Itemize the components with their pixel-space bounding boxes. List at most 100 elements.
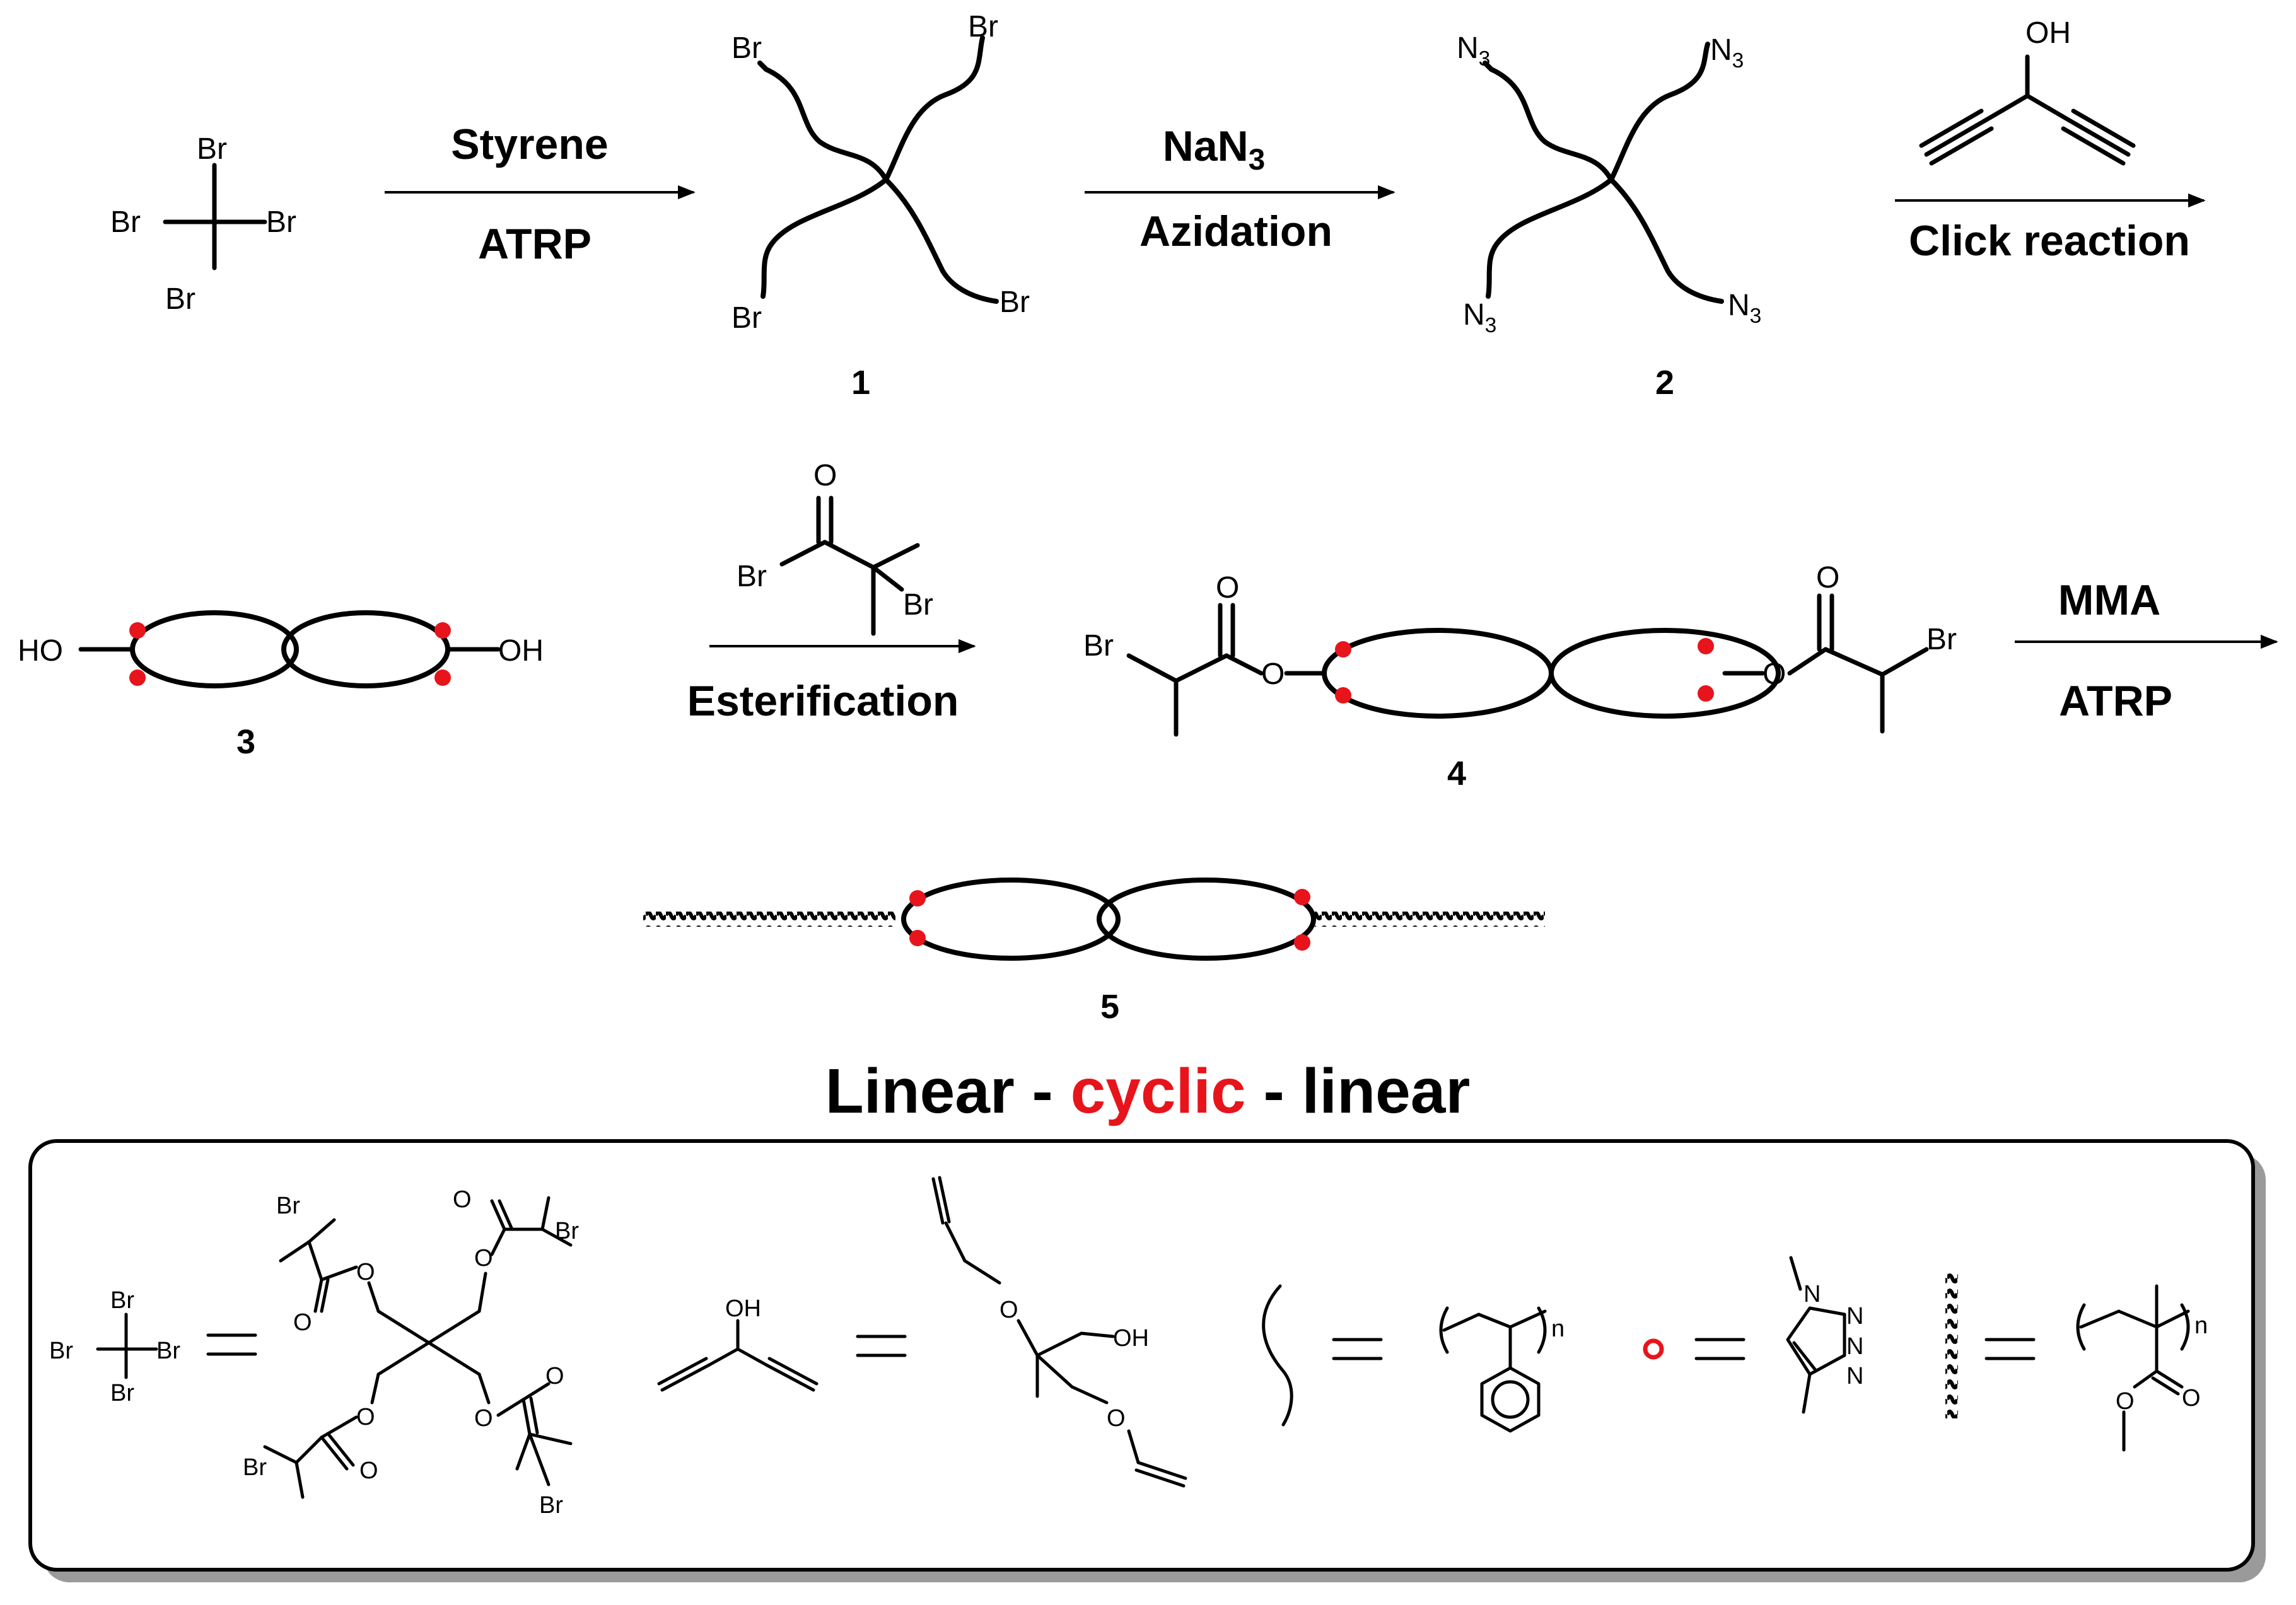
atom-o: O — [356, 1259, 375, 1285]
compound-number: 4 — [1447, 755, 1466, 792]
atom-o: O — [293, 1309, 312, 1336]
reaction-arrow-4: O Br Br Esterification — [687, 459, 976, 725]
atom-br: Br — [243, 1454, 267, 1481]
triazole-marker — [129, 669, 146, 686]
atom-br: Br — [276, 1193, 300, 1219]
hydroxyl-group: OH — [725, 1295, 761, 1322]
atom-o: O — [453, 1186, 472, 1213]
hydroxyl-group: HO — [18, 634, 63, 668]
atom-o: O — [474, 1245, 493, 1272]
reaction-arrow-5: MMA ATRP — [2015, 576, 2278, 725]
hydroxyl-group: OH — [498, 634, 544, 668]
cbr4-molecule: Br Br Br Br — [110, 132, 296, 316]
atom-o: O — [356, 1404, 375, 1430]
triazole-marker — [1335, 641, 1351, 658]
condition-label: ATRP — [478, 220, 591, 268]
atom-o: O — [545, 1363, 564, 1389]
compound-3-bicyclic-diol: HO OH 3 — [18, 610, 544, 761]
pmma-chain-vertical — [1945, 1273, 1958, 1418]
triazole-marker-hollow — [1643, 1338, 1664, 1360]
atom-o: O — [813, 459, 837, 492]
atom-br: Br — [737, 560, 767, 593]
compound-number: 2 — [1655, 364, 1674, 402]
azide-group: N3 — [1457, 32, 1490, 71]
bromoisobutyryl-bromide-reagent: O Br Br — [737, 459, 933, 636]
triazole-marker — [1294, 889, 1310, 905]
atom-o: O — [474, 1405, 493, 1432]
triazole-marker — [1294, 934, 1310, 951]
reagent-label: MMA — [2058, 576, 2160, 624]
scheme-title: Linear - cyclic - linear — [825, 1056, 1471, 1127]
compound-1-star-polymer: Br Br Br Br 1 — [731, 10, 1030, 402]
atom-br: Br — [165, 282, 195, 316]
atom-br: Br — [731, 301, 762, 335]
atom-br: Br — [555, 1218, 579, 1244]
compound-number: 1 — [851, 364, 870, 402]
atom-n: N — [1846, 1363, 1863, 1389]
reaction-arrow-3: OH Click reaction — [1895, 16, 2206, 265]
legend-box: Br Br Br Br O O O O O — [28, 1139, 2266, 1582]
legend-pmma: n O O — [1945, 1273, 2208, 1452]
triazole-marker — [434, 669, 451, 686]
reagent-label: NaN3 — [1163, 122, 1266, 177]
triazole-marker — [909, 930, 926, 946]
compound-4-bicyclic-initiator: Br O O O O Br 4 — [1083, 561, 1957, 792]
triazole-marker — [909, 890, 926, 907]
condition-label: ATRP — [2059, 677, 2172, 725]
atom-br: Br — [197, 132, 227, 166]
condition-label: Azidation — [1139, 207, 1332, 255]
atom-o: O — [1763, 658, 1786, 691]
triazole-marker — [434, 622, 451, 639]
atom-br: Br — [110, 1380, 134, 1406]
penta-diyn-ol-reagent: OH — [1919, 16, 2136, 166]
reaction-arrow-1: Styrene ATRP — [385, 120, 696, 268]
atom-br: Br — [539, 1492, 563, 1519]
atom-br: Br — [903, 588, 933, 622]
compound-5-linear-cyclic-linear: 5 — [643, 878, 1545, 1026]
pmma-chain — [1315, 912, 1545, 927]
azide-group: N3 — [1710, 33, 1744, 72]
triazole-marker — [1698, 638, 1714, 654]
azide-group: N3 — [1463, 298, 1496, 337]
atom-br: Br — [266, 206, 296, 239]
hydroxyl-group: OH — [1113, 1325, 1149, 1352]
legend-diynol: OH O OH O — [657, 1176, 1187, 1488]
repeat-unit-n: n — [2194, 1312, 2208, 1339]
triazole-marker — [129, 622, 146, 639]
atom-br: Br — [49, 1338, 73, 1364]
atom-br: Br — [1083, 629, 1114, 663]
legend-polystyrene: n — [1262, 1284, 1565, 1433]
reagent-label: Styrene — [451, 120, 608, 168]
atom-br: Br — [731, 32, 762, 65]
triazole-marker — [1698, 685, 1714, 702]
legend-cbr4: Br Br Br Br O O O O O — [49, 1186, 579, 1519]
atom-br: Br — [110, 206, 141, 239]
atom-o: O — [2182, 1385, 2201, 1411]
atom-br: Br — [968, 10, 998, 43]
compound-2-azide-star: N3 N3 N3 N3 2 — [1457, 32, 1761, 402]
atom-br: Br — [156, 1338, 180, 1364]
triazole-marker — [1335, 687, 1351, 704]
compound-number: 5 — [1100, 988, 1119, 1026]
atom-n: N — [1804, 1281, 1821, 1307]
atom-br: Br — [1926, 623, 1957, 656]
atom-n: N — [1846, 1303, 1863, 1330]
hydroxyl-group: OH — [2025, 16, 2071, 50]
atom-o: O — [999, 1297, 1018, 1323]
repeat-unit-n: n — [1551, 1316, 1565, 1342]
condition-label: Esterification — [687, 677, 959, 725]
atom-o: O — [1107, 1405, 1126, 1432]
condition-label: Click reaction — [1909, 217, 2190, 265]
compound-number: 3 — [236, 723, 255, 761]
legend-triazole: N N N N — [1643, 1256, 1863, 1414]
atom-br: Br — [110, 1287, 134, 1314]
pmma-chain — [643, 912, 895, 927]
reaction-arrow-2: NaN3 Azidation — [1085, 122, 1396, 255]
atom-o: O — [1816, 561, 1839, 594]
atom-n: N — [1846, 1333, 1863, 1360]
atom-o: O — [1261, 658, 1285, 691]
azide-group: N3 — [1728, 289, 1761, 328]
atom-o: O — [1216, 571, 1239, 605]
atom-o: O — [359, 1457, 378, 1484]
